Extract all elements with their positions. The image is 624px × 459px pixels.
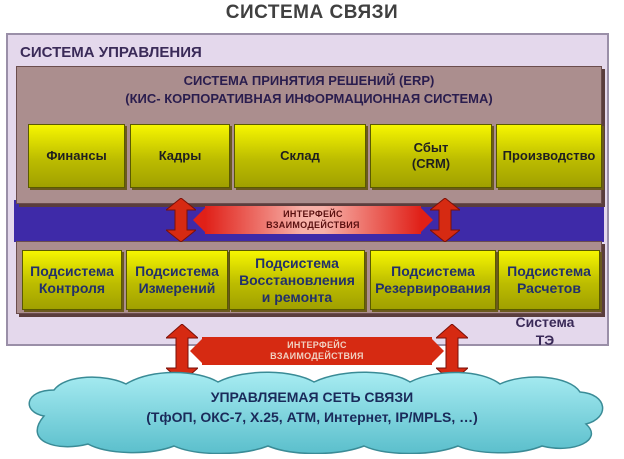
interface-label-lower: ИНТЕРФЕЙС ВЗАИМОДЕЙСТВИЯ <box>202 337 432 365</box>
erp-title: СИСТЕМА ПРИНЯТИЯ РЕШЕНИЙ (ERP) (КИС- КОР… <box>16 72 602 108</box>
subsystem-control: Подсистема Контроля <box>22 250 122 310</box>
module-hr: Кадры <box>130 124 230 188</box>
double-arrow-right-lower <box>436 324 468 382</box>
te-system-label: Система ТЭ <box>515 314 575 348</box>
module-finance: Финансы <box>28 124 125 188</box>
control-system-title: СИСТЕМА УПРАВЛЕНИЯ <box>20 44 202 61</box>
network-labels: УПРАВЛЯЕМАЯ СЕТЬ СВЯЗИ (ТфОП, ОКС-7, X.2… <box>14 387 610 427</box>
network-title: УПРАВЛЯЕМАЯ СЕТЬ СВЯЗИ <box>210 389 414 405</box>
double-arrow-left-upper <box>166 198 196 242</box>
diagram-title: СИСТЕМА СВЯЗИ <box>225 2 399 23</box>
module-production: Производство <box>496 124 602 188</box>
double-arrow-right-upper <box>430 198 460 242</box>
double-arrow-left-lower <box>166 324 198 382</box>
subsystem-reservation: Подсистема Резервирования <box>370 250 496 310</box>
subsystem-recovery: Подсистема Восстановления и ремонта <box>229 250 365 310</box>
subsystem-measurement: Подсистема Измерений <box>126 250 228 310</box>
network-subtitle: (ТфОП, ОКС-7, X.25, АТМ, Интернет, IP/MP… <box>146 409 478 425</box>
subsystem-calculation: Подсистема Расчетов <box>498 250 600 310</box>
erp-title-line1: СИСТЕМА ПРИНЯТИЯ РЕШЕНИЙ (ERP) <box>183 73 435 88</box>
module-sales-crm: Сбыт (CRM) <box>370 124 492 188</box>
erp-title-line2: (КИС- КОРПОРАТИВНАЯ ИНФОРМАЦИОННАЯ СИСТЕ… <box>125 91 493 106</box>
network-cloud <box>28 371 604 454</box>
interface-label-upper: ИНТЕРФЕЙС ВЗАИМОДЕЙСТВИЯ <box>205 206 421 234</box>
module-warehouse: Склад <box>234 124 366 188</box>
